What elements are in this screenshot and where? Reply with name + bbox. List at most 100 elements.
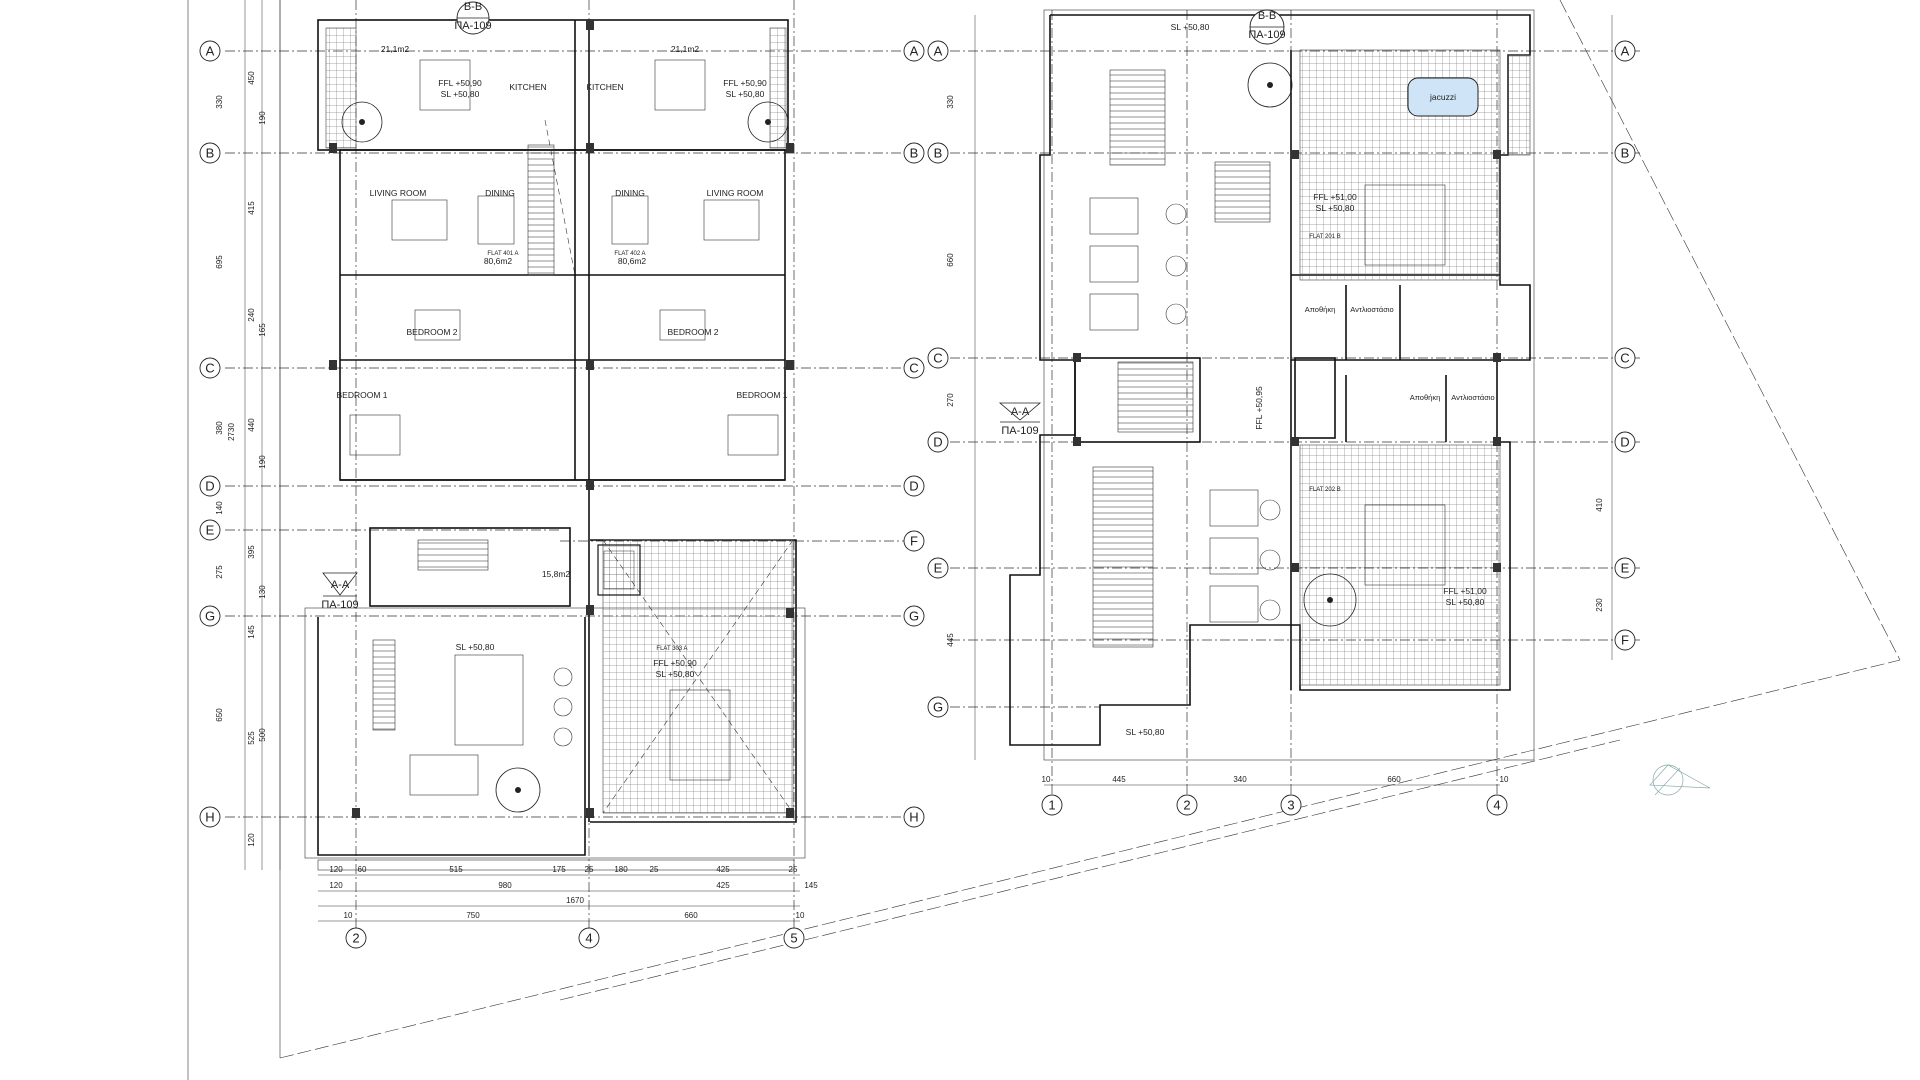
svg-text:1: 1 [1048,798,1055,813]
bottom-dim-chain: 120 60 515 175 25 180 25 425 25 120 980 … [318,865,818,922]
svg-text:C: C [909,361,918,376]
svg-text:E: E [206,523,215,538]
dim-r-bottom-4: 10 [1500,775,1509,784]
dim-b1-8: 25 [789,865,798,874]
dim-b2-2: 425 [716,881,730,890]
svg-text:B: B [206,146,215,161]
level-sl-c: SL +50,80 [456,642,495,652]
svg-text:G: G [933,700,943,715]
svg-text:A: A [934,44,943,59]
dim-side-6: 165 [258,323,267,337]
dim-r-side-0: 330 [946,95,955,109]
svg-text:2: 2 [1183,798,1190,813]
level-sl-h: SL +50,80 [1126,727,1165,737]
dim-b1-1: 60 [358,865,367,874]
grid-bubble-left-g: G [199,605,221,627]
level-sl-d: SL +50,80 [656,669,695,679]
svg-text:B: B [934,146,943,161]
area-top-a: 21,1m2 [381,44,410,54]
dim-total: 1670 [566,896,584,905]
grid-bubble-left-e: E [199,519,221,541]
flat-tag-c: FLAT 303 A [656,646,687,652]
grid-bubble-right-l-d: D [927,431,949,453]
grid-bubble-col-4: 4 [578,927,600,949]
svg-text:E: E [934,561,943,576]
dim-side-9: 440 [247,418,256,432]
level-ffl-g: FFL +50,95 [1254,386,1264,430]
dim-b3-3: 10 [796,911,805,920]
svg-text:4: 4 [585,931,592,946]
dim-b1-6: 25 [650,865,659,874]
flat-tag-202b: FLAT 202 B [1309,487,1340,493]
level-sl-f: SL +50,80 [1316,203,1355,213]
north-arrow-icon [1649,764,1711,796]
level-sl-a: SL +50,80 [441,89,480,99]
section-bb-left: B-B [464,1,482,13]
section-ref-aa-left: ΠΑ-109 [321,599,358,611]
grid-bubble-right-l-c: C [927,347,949,369]
grid-bubble-right-r-d: D [1614,431,1636,453]
dining-label-a: DINING [485,188,515,198]
dim-r-bottom-0: 10 [1042,775,1051,784]
grid-bubble-right-l-b: B [927,142,949,164]
svg-text:B: B [1621,146,1630,161]
grid-bubble-left-a: A [199,40,221,62]
grid-bubble-right-r-b: B [1614,142,1636,164]
section-marker-bb-right: B-B ΠΑ-109 [1248,9,1286,45]
bedroom2-label-b: BEDROOM 2 [667,327,718,337]
grid-bubble-right-col-1: 1 [1041,794,1063,816]
jacuzzi-label: jacuzzi [1429,92,1456,102]
dim-b3-1: 750 [466,911,480,920]
storage-label-b: Αποθήκη [1410,393,1441,402]
living-room-label-b: LIVING ROOM [707,188,764,198]
right-floor-plan: jacuzzi Απο [927,9,1711,816]
dim-b1-5: 180 [614,865,628,874]
svg-text:A: A [206,44,215,59]
flat-tag-201b: FLAT 201 B [1309,234,1340,240]
section-ref-bb-right: ΠΑ-109 [1248,29,1285,41]
dim-b1-3: 175 [552,865,566,874]
svg-text:4: 4 [1493,798,1500,813]
section-aa-right: A-A [1011,406,1030,418]
dim-b3-2: 660 [684,911,698,920]
bedroom1-label-a: BEDROOM 1 [336,390,387,400]
grid-bubble-col-2: 2 [345,927,367,949]
grid-bubble-mid-b: B [903,142,925,164]
site-boundary [187,0,1901,1080]
grid-bubble-left-h: H [199,806,221,828]
grid-bubble-mid-c: C [903,357,925,379]
dim-side-15: 145 [247,625,256,639]
dim-side-17: 650 [215,708,224,722]
level-ffl-a: FFL +50,90 [438,78,482,88]
grid-bubble-col-5: 5 [783,927,805,949]
section-marker-aa-left: A-A ΠΑ-109 [321,572,359,611]
level-ffl-f: FFL +51,00 [1443,586,1487,596]
dim-side-7: 380 [215,421,224,435]
section-marker-bb-left: B-B ΠΑ-109 [454,1,492,35]
level-sl-b: SL +50,80 [726,89,765,99]
bedroom2-label-a: BEDROOM 2 [406,327,457,337]
grid-bubble-left-c: C [199,357,221,379]
svg-text:C: C [205,361,214,376]
svg-text:F: F [1621,633,1629,648]
dim-b1-2: 515 [449,865,463,874]
left-floor-plan: KITCHEN KITCHEN LIVING ROOM DINING DININ… [199,0,925,949]
dim-side-4: 695 [215,255,224,269]
grid-bubble-mid-f: F [903,530,925,552]
svg-text:2: 2 [352,931,359,946]
dim-b2-0: 120 [329,881,343,890]
dim-r-side-1: 660 [946,253,955,267]
dim-side-0: 330 [215,95,224,109]
pump-label-a: Αντλιοστάσιο [1350,305,1393,314]
grid-bubble-right-l-g: G [927,696,949,718]
area-stair: 15,8m2 [542,569,571,579]
dim-side-2: 190 [258,111,267,125]
bedroom1-label-b: BEDROOM 1 [736,390,787,400]
dim-b1-4: 25 [585,865,594,874]
flat-tag-a: FLAT 401 A [487,251,518,257]
dim-side-13: 275 [215,565,224,579]
svg-text:E: E [1621,561,1630,576]
grid-bubble-right-col-3: 3 [1280,794,1302,816]
grid-bubble-left-b: B [199,142,221,164]
svg-text:D: D [205,479,214,494]
